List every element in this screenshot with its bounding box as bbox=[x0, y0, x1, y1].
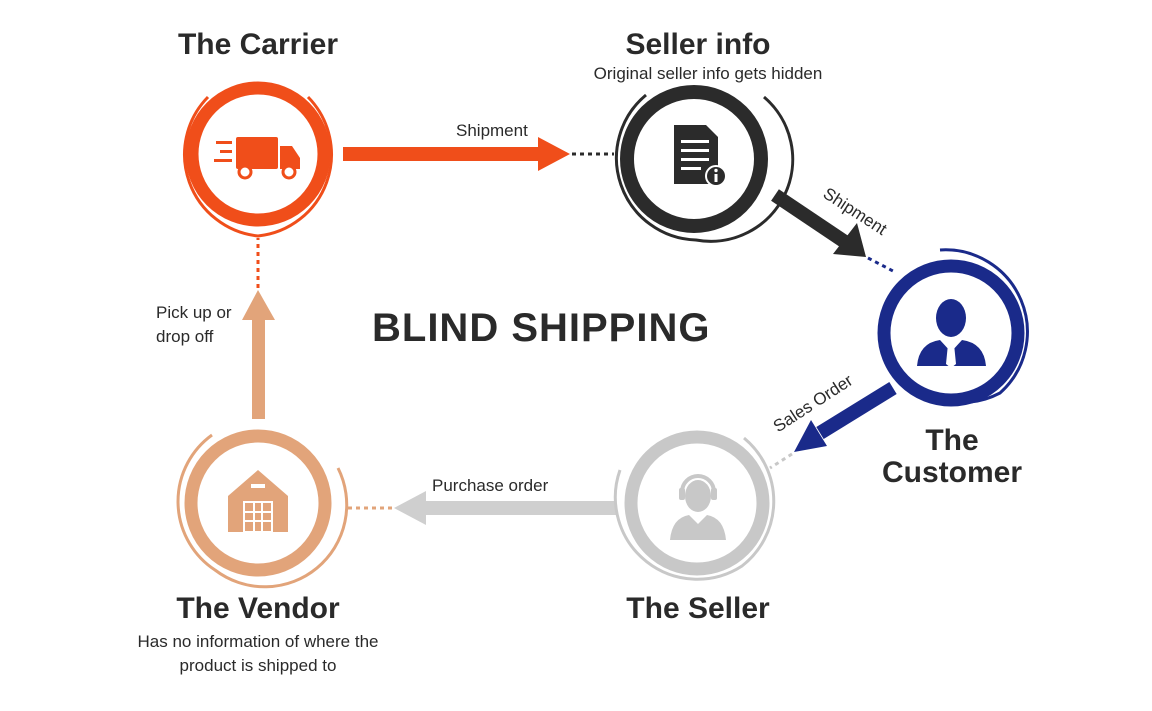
support-agent-icon bbox=[670, 474, 726, 540]
seller-title: The Seller bbox=[626, 592, 770, 625]
node-carrier bbox=[183, 81, 333, 238]
document-info-icon bbox=[674, 125, 727, 187]
edge-label-seller-to-vendor: Purchase order bbox=[432, 476, 549, 495]
customer-title-line1: The bbox=[925, 424, 979, 457]
arrow-seller-info-to-customer bbox=[771, 189, 894, 273]
node-vendor bbox=[176, 429, 349, 589]
edge-label-vendor-to-carrier-line1: Pick up or bbox=[156, 303, 232, 322]
vendor-subtitle-line2: product is shipped to bbox=[179, 656, 337, 675]
diagram-headline: BLIND SHIPPING bbox=[372, 306, 711, 350]
truck-icon bbox=[214, 137, 300, 180]
edge-label-vendor-to-carrier-line2: drop off bbox=[156, 327, 214, 346]
seller-info-subtitle: Original seller info gets hidden bbox=[593, 64, 823, 83]
carrier-title: The Carrier bbox=[177, 28, 339, 61]
arrow-vendor-to-carrier bbox=[242, 238, 275, 419]
vendor-title: The Vendor bbox=[176, 592, 340, 625]
arrow-carrier-to-seller-info bbox=[343, 137, 614, 171]
businessman-icon bbox=[917, 299, 986, 368]
arrow-customer-to-seller bbox=[769, 382, 897, 470]
node-seller bbox=[613, 430, 776, 581]
edge-label-carrier-to-seller-info: Shipment bbox=[456, 121, 528, 140]
customer-title-line2: Customer bbox=[881, 456, 1023, 489]
arrow-seller-to-vendor bbox=[344, 491, 616, 525]
warehouse-icon bbox=[228, 470, 288, 532]
seller-info-title: Seller info bbox=[625, 28, 771, 61]
vendor-subtitle-line1: Has no information of where the bbox=[137, 632, 379, 651]
node-seller-info bbox=[614, 85, 795, 243]
node-customer bbox=[877, 248, 1029, 407]
